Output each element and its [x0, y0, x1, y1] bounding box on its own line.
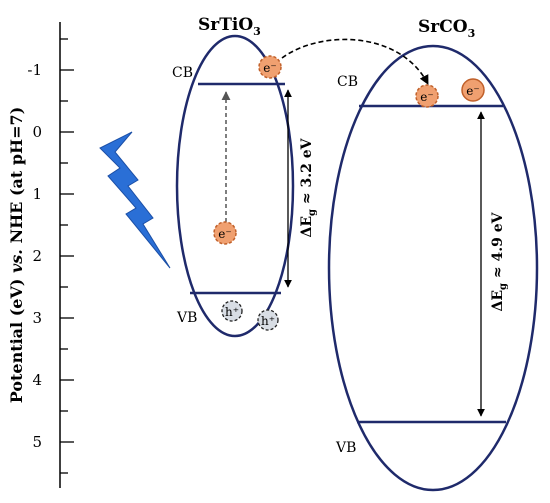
srco3-band: SrCO3 CB VB ΔEg ≈ 4.9 eV e⁻ e⁻	[327, 17, 539, 492]
srco3-electron-2: e⁻	[461, 78, 485, 102]
srco3-gap-label: ΔEg ≈ 4.9 eV	[490, 211, 509, 311]
svg-text:e⁻: e⁻	[263, 61, 276, 75]
srtio3-cb-electron: e⁻	[258, 55, 282, 79]
srtio3-hole-2: h⁺	[257, 309, 279, 331]
srtio3-hole-1: h⁺	[221, 300, 243, 322]
srtio3-vb-label: VB	[176, 310, 197, 326]
srco3-ellipse	[327, 44, 539, 492]
tick-label: 2	[32, 247, 42, 265]
srco3-vb-label: VB	[335, 440, 356, 456]
tick-label: 3	[32, 309, 42, 327]
svg-text:e⁻: e⁻	[218, 227, 231, 241]
tick-label: 4	[32, 371, 42, 389]
svg-text:e⁻: e⁻	[420, 90, 433, 104]
tick-label: 1	[32, 185, 42, 203]
axis-title: Potential (eV) vs. NHE (at pH=7)	[7, 107, 26, 404]
srtio3-vb-electron: e⁻	[213, 221, 237, 245]
svg-text:e⁻: e⁻	[466, 84, 479, 98]
electron-transfer-arrow	[281, 38, 429, 85]
srtio3-band: SrTiO3 CB VB ΔEg ≈ 3.2 eV e⁻ e⁻ h⁺ h⁺	[172, 15, 318, 338]
srtio3-gap-label: ΔEg ≈ 3.2 eV	[299, 137, 318, 237]
potential-axis: -1 0 1 2 3 4 5 Potential (eV) vs. NHE (at pH=7…	[7, 22, 74, 488]
tick-label: 0	[32, 123, 42, 141]
svg-text:h⁺: h⁺	[261, 314, 275, 328]
tick-label: 5	[32, 433, 42, 451]
srco3-title: SrCO3	[418, 17, 475, 40]
srtio3-cb-label: CB	[172, 65, 193, 81]
srtio3-ellipse	[175, 34, 295, 338]
tick-label: -1	[27, 61, 42, 79]
srco3-electron-1: e⁻	[415, 84, 439, 108]
srtio3-title: SrTiO3	[198, 15, 261, 38]
svg-text:h⁺: h⁺	[225, 305, 239, 319]
light-bolt-icon	[99, 131, 171, 269]
srco3-cb-label: CB	[337, 74, 358, 90]
axis-ticks: -1 0 1 2 3 4 5	[27, 38, 74, 474]
